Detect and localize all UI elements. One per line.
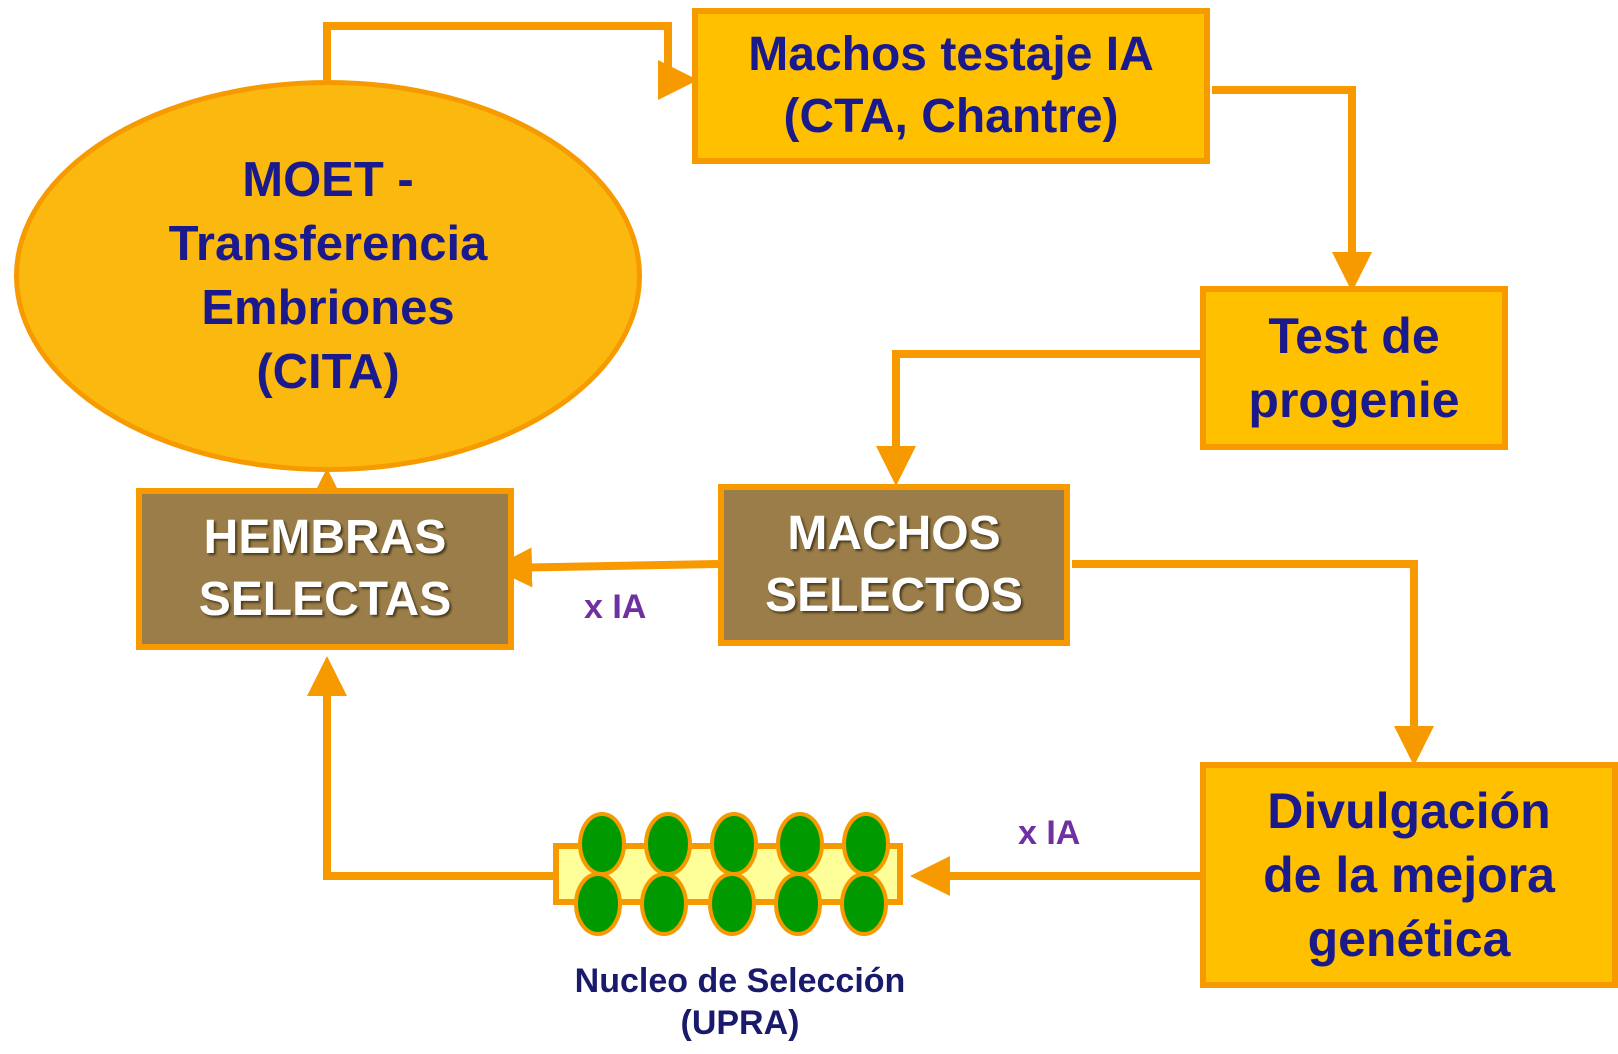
cell <box>710 812 758 876</box>
machos-testaje-label: Machos testaje IA (CTA, Chantre) <box>748 28 1154 143</box>
cell <box>578 812 626 876</box>
edge-label-divulgacion-to-nucleo: x IA <box>1018 814 1081 852</box>
divulgacion-label: Divulgación de la mejora genética <box>1263 783 1555 967</box>
cell <box>708 872 756 936</box>
edge-label-machos-to-hembras: x IA <box>584 588 647 626</box>
machos-selectos-box: MACHOS SELECTOS <box>718 484 1070 646</box>
nucleo-cells <box>574 812 890 936</box>
nucleo-seleccion-graphic <box>553 812 903 936</box>
cell <box>574 872 622 936</box>
arrow-moet-to-machos-testaje <box>323 22 698 100</box>
arrow-machos-testaje-to-test-progenie <box>1212 86 1372 292</box>
cell <box>774 872 822 936</box>
test-progenie-box: Test de progenie <box>1200 286 1508 450</box>
arrow-nucleo-to-hembras <box>307 656 556 880</box>
nucleo-label: Nucleo de Selección (UPRA) <box>574 962 906 1042</box>
cell <box>776 812 824 876</box>
moet-label: MOET - Transferencia Embriones (CITA) <box>168 153 488 399</box>
test-progenie-label: Test de progenie <box>1248 308 1460 428</box>
cell <box>840 872 888 936</box>
arrow-machos-to-divulgacion <box>1072 560 1434 766</box>
cell <box>644 812 692 876</box>
machos-selectos-label: MACHOS SELECTOS <box>765 507 1023 622</box>
arrow-machos-to-hembras <box>492 547 719 588</box>
arrow-test-progenie-to-machos-selectos <box>876 350 1202 486</box>
hembras-selectas-box: HEMBRAS SELECTAS <box>136 488 514 650</box>
cell <box>640 872 688 936</box>
moet-ellipse: MOET - Transferencia Embriones (CITA) <box>14 80 642 472</box>
cell <box>842 812 890 876</box>
hembras-selectas-label: HEMBRAS SELECTAS <box>198 511 452 626</box>
divulgacion-box: Divulgación de la mejora genética <box>1200 762 1618 988</box>
machos-testaje-box: Machos testaje IA (CTA, Chantre) <box>692 8 1210 164</box>
